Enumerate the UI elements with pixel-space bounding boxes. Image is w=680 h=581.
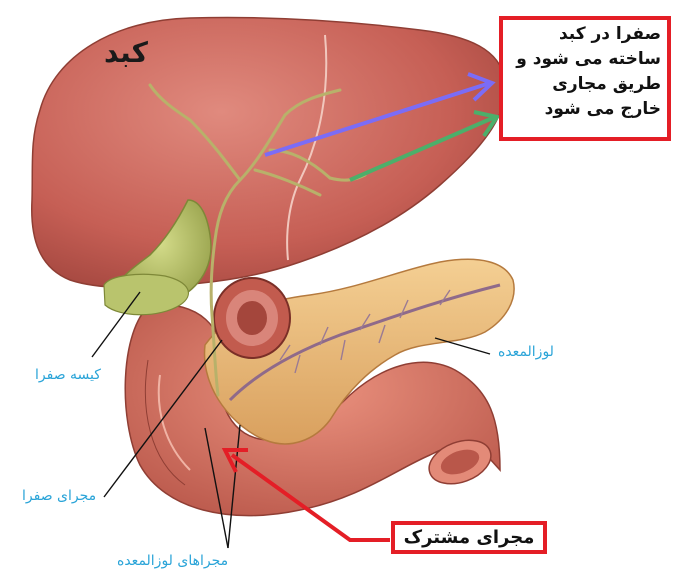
note-line-4: خارج می شود xyxy=(509,97,661,122)
liver-label: کبد xyxy=(104,36,148,69)
pancreas-label: لوزالمعده xyxy=(498,344,554,360)
note-line-3: طریق مجاری xyxy=(509,72,661,97)
stomach-section xyxy=(214,278,290,358)
common-duct-box: مجرای مشترک xyxy=(391,521,547,554)
pancreatic-ducts-label: مجراهای لوزالمعده xyxy=(117,553,228,569)
note-line-2: ساخته می شود و xyxy=(509,47,661,72)
note-line-1: صفرا در کبد xyxy=(509,22,661,47)
bile-note-box: صفرا در کبد ساخته می شود و طریق مجاری خا… xyxy=(499,16,671,141)
bile-duct-label: مجرای صفرا xyxy=(22,488,96,504)
gallbladder-label: کیسه صفرا xyxy=(35,367,101,383)
